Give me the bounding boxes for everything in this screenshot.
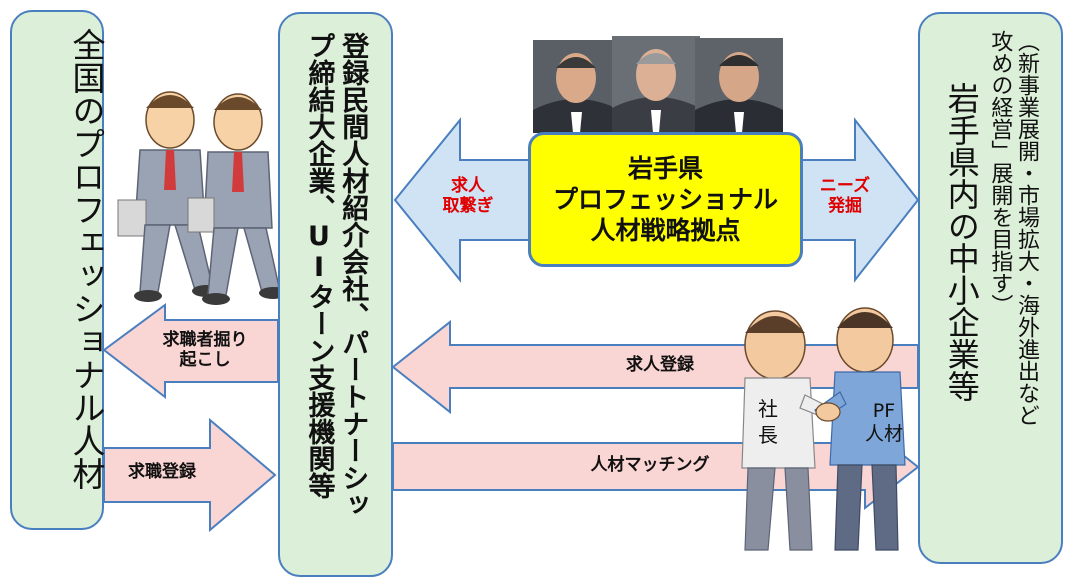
label-job-posting: 求人登録 [626,355,694,375]
label-matching: 人材マッチング [590,455,710,475]
right-box-sub-line1: （新事業展開・市場拡大・海外進出など [1014,30,1040,426]
pf-talent-figure [814,307,906,551]
portrait-3 [695,38,783,133]
center-box-line1: 登録民間人材紹介会社、パートナーシッ [337,32,369,518]
portrait-1 [533,40,620,133]
portrait-2 [612,36,700,133]
hub-strategy-center: 岩手県 プロフェッショナル 人材戦略拠点 [528,132,803,267]
right-box-local-smes [918,12,1063,564]
walking-businessmen-illustration [117,91,287,305]
pink-arrow-registration [103,417,277,533]
left-box-label: 全国のプロフェッショナル人材 [67,28,106,490]
right-box-main: 岩手県内の中小企業等 [942,82,981,402]
president-figure [741,310,836,551]
right-box-label: （新事業展開・市場拡大・海外進出など 攻めの経営」展開を目指す） 岩手県内の中小… [918,30,1063,426]
center-box-agencies [278,12,393,577]
label-needs-discovery: ニーズ 発掘 [819,176,871,217]
portrait-photos [533,36,783,133]
handshake-illustration [741,307,906,551]
label-president: 社 長 [758,397,778,447]
label-job-relay: 求人 取繋ぎ [442,176,494,217]
blue-arrow-right [799,117,920,283]
right-box-sub-line2: 攻めの経営」展開を目指す） [987,30,1013,316]
businessman-back [117,91,220,302]
center-box-line2: プ締結大企業、UIターン支援機関等 [303,32,335,499]
handshake-hands [815,402,841,422]
left-box-nationwide-talent [10,10,104,530]
label-candidate-outreach: 求職者掘り 起こし [162,330,248,371]
label-job-seeker-registration: 求職登録 [128,462,196,482]
center-box-label: 登録民間人材紹介会社、パートナーシッ プ締結大企業、UIターン支援機関等 [278,32,393,518]
label-pf-talent: PF 人材 [864,400,903,445]
